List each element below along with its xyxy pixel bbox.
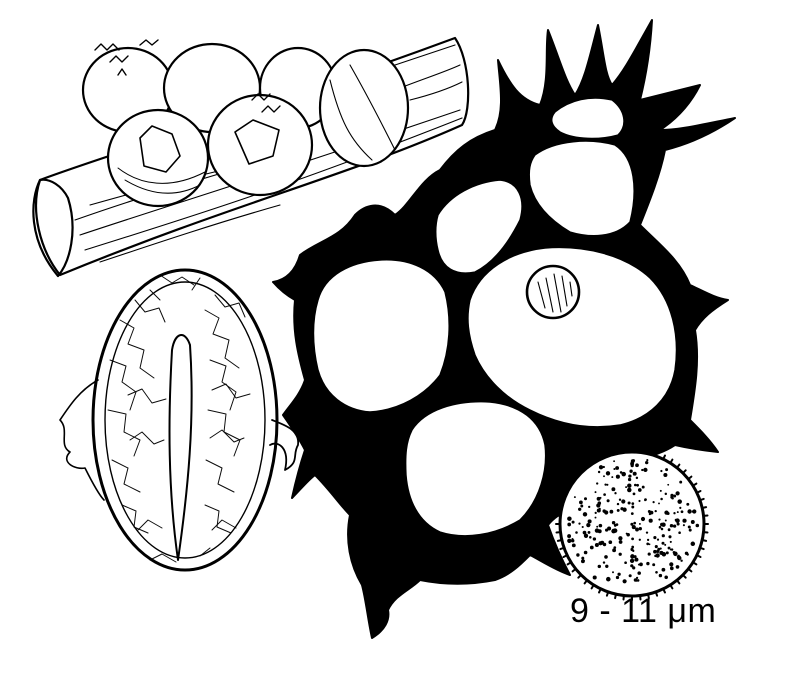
scale-label: 9 - 11 μm xyxy=(570,592,717,630)
cell-bottom-left xyxy=(404,401,547,537)
stem-end-cap xyxy=(32,178,74,278)
spore-ornament-dots xyxy=(567,459,700,584)
cell-upper-left xyxy=(435,179,523,274)
spore-cluster-on-stem xyxy=(32,36,470,278)
spore-spines xyxy=(555,447,709,601)
central-slit xyxy=(168,334,193,561)
cellular-tissue xyxy=(272,19,736,639)
hyphal-fragment-right xyxy=(269,419,299,471)
cell-top-small xyxy=(551,97,625,140)
reticulate-spore xyxy=(59,268,299,572)
hyphal-fragment-left xyxy=(59,379,105,501)
cell-inclusion xyxy=(525,264,581,320)
spore-front-1 xyxy=(106,108,210,208)
spore-back-4 xyxy=(318,48,410,168)
cell-center-large xyxy=(467,246,678,428)
cell-left-large xyxy=(312,259,450,413)
echinulate-spore xyxy=(555,447,709,601)
spore-front-2 xyxy=(206,93,314,197)
cell-upper-right xyxy=(528,140,635,237)
